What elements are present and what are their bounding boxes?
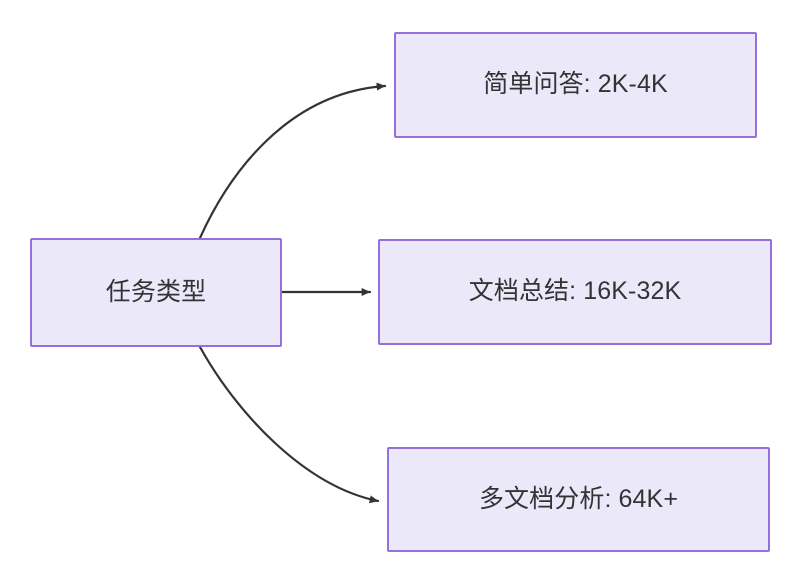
edge-root-to-simple-qa xyxy=(198,82,387,240)
node-simple-qa[interactable]: 简单问答: 2K-4K xyxy=(394,32,757,138)
node-simple-qa-label: 简单问答: 2K-4K xyxy=(483,70,668,99)
node-multi-document-analysis[interactable]: 多文档分析: 64K+ xyxy=(387,447,770,552)
node-document-summary[interactable]: 文档总结: 16K-32K xyxy=(378,239,772,345)
node-task-type[interactable]: 任务类型 xyxy=(30,238,282,347)
node-multi-document-analysis-label: 多文档分析: 64K+ xyxy=(478,484,679,513)
node-task-type-label: 任务类型 xyxy=(105,277,207,306)
node-document-summary-label: 文档总结: 16K-32K xyxy=(468,277,682,306)
edge-root-to-multi-doc xyxy=(198,345,380,504)
